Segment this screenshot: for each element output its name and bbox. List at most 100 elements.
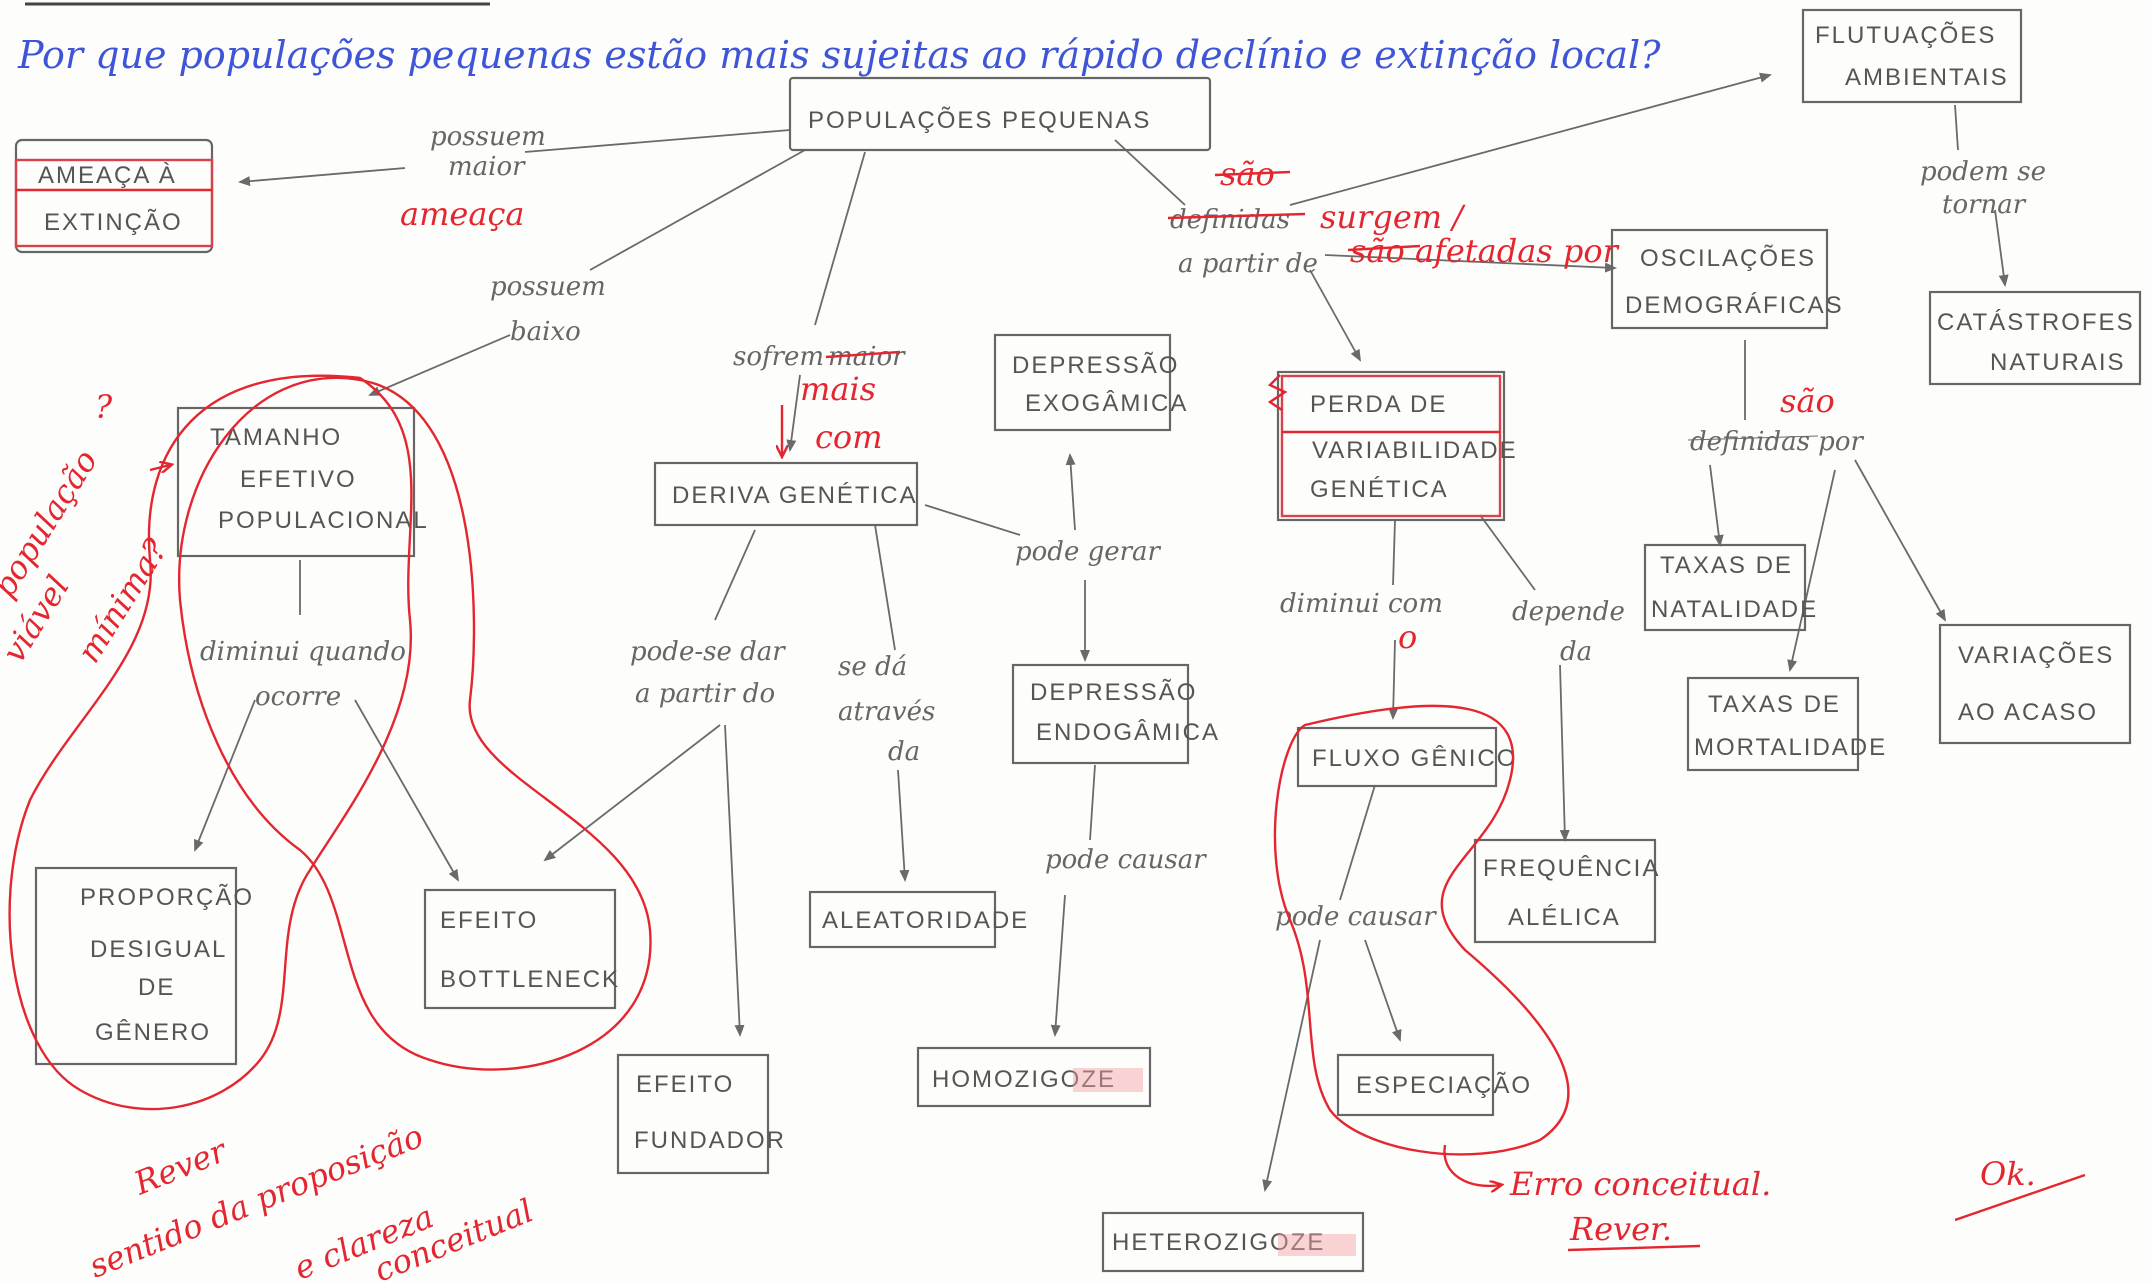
edge-to-oscilacoes — [1324, 254, 1617, 273]
homozigoze-red-correction — [1073, 1068, 1143, 1092]
edge-to-especiacao — [1364, 939, 1402, 1042]
edge-to-perda — [1309, 269, 1361, 362]
edge-pop-to-link-possuem-maior — [524, 129, 791, 153]
node-bottleneck-l1: EFEITO — [440, 907, 538, 934]
node-box-catastrofes — [1928, 290, 2142, 386]
node-box-frequencia — [1473, 838, 1657, 944]
link-se-da-l3: da — [888, 737, 920, 767]
red-loop-inner — [177, 376, 652, 1071]
red-zigzag-perda — [1267, 374, 1288, 411]
edge-possuem-baixo-to-tamanho — [368, 334, 511, 396]
node-homozigoze: HOMOZIGOZE — [932, 1066, 1116, 1093]
edge-to-variacoes — [1854, 459, 1946, 622]
node-aleatoriedade: ALEATORIDADE — [822, 907, 1029, 934]
node-oscilacoes-l2: DEMOGRÁFICAS — [1625, 292, 1844, 319]
link-a-partir-de: a partir de — [1178, 249, 1318, 279]
node-variacoes-l2: AO ACASO — [1958, 699, 2098, 726]
node-tamanho-l3: POPULACIONAL — [218, 507, 429, 534]
link-pode-causar-fluxo: pode causar — [1275, 902, 1437, 932]
node-box-homozigoze — [916, 1046, 1152, 1108]
red-sao-right: são — [1780, 382, 1835, 420]
node-proporcao-l4: GÊNERO — [95, 1019, 211, 1046]
node-proporcao-l1: PROPORÇÃO — [80, 884, 254, 911]
edge-to-aleatoriedade — [897, 769, 910, 882]
node-perda-l3: GENÉTICA — [1310, 476, 1449, 503]
edge-to-natalidade — [1709, 464, 1724, 547]
node-box-variacoes — [1938, 623, 2132, 745]
node-especiacao: ESPECIAÇÃO — [1356, 1072, 1532, 1099]
node-perda-l2: VARIABILIDADE — [1312, 437, 1518, 464]
node-box-flutuacoes — [1801, 8, 2023, 104]
node-ameaca-l2: EXTINÇÃO — [44, 209, 183, 236]
red-ok: Ok. — [1980, 1155, 2036, 1193]
strike-maior — [825, 350, 901, 359]
edge-diminui-to-bottleneck — [354, 699, 459, 882]
strike-sao-afetadas — [1347, 244, 1421, 252]
link-possuem-maior-l1: possuem — [430, 122, 546, 152]
node-box-perda — [1276, 370, 1506, 522]
node-box-natalidade — [1643, 543, 1807, 632]
link-pode-se-dar-l2: a partir do — [635, 679, 775, 709]
node-proporcao-l3: DE — [138, 974, 175, 1001]
link-podem-se-tornar-l1: podem se — [1920, 157, 2046, 187]
edge-endo-to-pode-causar — [1089, 764, 1096, 841]
node-catastrofes-l1: CATÁSTROFES — [1937, 309, 2135, 336]
edge-to-fluxo — [1388, 639, 1399, 720]
link-diminui-quando-l2: ocorre — [255, 682, 341, 712]
link-possuem-baixo-l2: baixo — [510, 317, 581, 347]
edge-fluxo-to-pode-causar — [1339, 784, 1376, 901]
node-box-populacoes-pequenas — [788, 76, 1212, 152]
node-natalidade-l2: NATALIDADE — [1651, 596, 1818, 623]
red-com: com — [815, 418, 883, 456]
edge-link-to-ameaca — [238, 167, 406, 187]
edge-pop-to-possuem-baixo — [589, 149, 806, 271]
node-populacoes-pequenas: POPULAÇÕES PEQUENAS — [808, 106, 1151, 134]
link-diminui-com: diminui com — [1280, 589, 1443, 619]
node-endogamica-l1: DEPRESSÃO — [1030, 679, 1197, 706]
red-loop-outer — [8, 374, 413, 1111]
edge-to-heterozigoze — [1262, 939, 1321, 1192]
node-box-bottleneck — [423, 888, 617, 1010]
node-variacoes-l1: VARIAÇÕES — [1958, 641, 2114, 669]
node-box-tamanho — [176, 406, 416, 558]
node-fundador-l1: EFEITO — [636, 1071, 734, 1098]
node-bottleneck-l2: BOTTLENECK — [440, 966, 620, 993]
red-arrow-erro — [1443, 1144, 1500, 1186]
link-pode-gerar: pode gerar — [1015, 537, 1162, 567]
red-erro-l2: Rever. — [1569, 1210, 1672, 1248]
red-o: o — [1398, 618, 1417, 656]
node-frequencia-l1: FREQUÊNCIA — [1483, 855, 1660, 882]
link-podem-se-tornar-l2: tornar — [1942, 190, 2027, 220]
node-heterozigoze: HETEROZIGOZE — [1112, 1229, 1325, 1256]
edge-perda-to-diminui-com — [1392, 519, 1396, 586]
edge-diminui-to-proporcao — [194, 699, 256, 852]
node-perda-l1: PERDA DE — [1310, 391, 1447, 418]
edge-to-bottleneck — [543, 724, 721, 862]
red-surgem: surgem / — [1320, 198, 1466, 236]
node-box-proporcao — [34, 866, 238, 1066]
edge-perda-to-depende — [1479, 514, 1536, 591]
link-se-da-l1: se dá — [838, 652, 907, 682]
edge-deriva-to-se-da — [874, 524, 896, 651]
edge-deriva-to-pode-se-dar — [714, 529, 756, 621]
heterozigoze-red-correction — [1278, 1234, 1356, 1256]
link-diminui-quando-l1: diminui quando — [200, 637, 406, 667]
red-ameaca: ameaça — [400, 195, 524, 233]
strike-definidas — [1167, 212, 1306, 220]
node-box-oscilacoes — [1610, 228, 1829, 330]
link-sofrem: sofrem — [733, 342, 824, 372]
node-proporcao-l2: DESIGUAL — [90, 936, 227, 963]
link-possuem-maior-l2: maior — [448, 152, 526, 182]
strike-sao-top — [1214, 170, 1291, 177]
link-depende-l1: depende — [1512, 597, 1625, 627]
node-box-endogamica — [1011, 663, 1190, 765]
node-flutuacoes-l1: FLUTUAÇÕES — [1815, 21, 1996, 49]
node-box-aleatoriedade — [808, 890, 997, 949]
node-exogamica-l2: EXOGÂMICA — [1025, 390, 1188, 417]
question-title: Por que populações pequenas estão mais s… — [17, 33, 1661, 77]
edge-sofrem-to-deriva — [786, 374, 801, 452]
node-oscilacoes-l1: OSCILAÇÕES — [1640, 244, 1816, 272]
node-tamanho-l1: TAMANHO — [210, 424, 342, 451]
